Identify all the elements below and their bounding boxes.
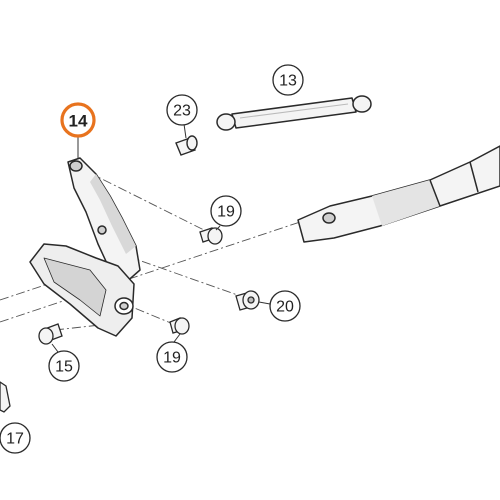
stand-leg-pivot-hole — [322, 212, 336, 224]
callout-label: 17 — [6, 431, 24, 448]
callout-label: 13 — [279, 73, 297, 90]
fragment-body — [0, 381, 11, 413]
callout-13: 13 — [272, 64, 304, 96]
callout-circle — [156, 341, 188, 373]
bolt-part-19-lower — [169, 317, 190, 335]
leader-23 — [183, 123, 187, 139]
bolt-head — [174, 317, 190, 335]
callout-circle-highlight — [60, 102, 96, 138]
leader-19-lower — [173, 333, 181, 343]
spring-end-left — [216, 113, 236, 131]
callout-label: 19 — [217, 204, 235, 221]
bolt-part-15 — [38, 323, 63, 345]
part-17-fragment — [0, 381, 11, 413]
callout-23: 23 — [166, 94, 198, 126]
bracket-top-hole — [69, 160, 83, 172]
leader-lines — [51, 123, 271, 353]
stand-leg-edge — [429, 161, 479, 207]
callout-circle — [210, 195, 242, 227]
bracket-part-14 — [29, 157, 141, 337]
callout-circle — [272, 64, 304, 96]
callout-14: 14 — [60, 102, 96, 138]
callout-circle — [166, 94, 198, 126]
side-stand-leg — [297, 145, 500, 243]
stand-leg-shade — [372, 180, 440, 226]
nut-hole — [247, 296, 255, 304]
spring-body — [231, 97, 357, 129]
nut-part-20 — [235, 290, 260, 311]
leader-15 — [51, 343, 59, 353]
callout-label: 15 — [55, 359, 73, 376]
axis-lower — [119, 301, 179, 327]
bracket-side-hole — [97, 225, 107, 235]
callout-19-lower: 19 — [156, 341, 188, 373]
bracket-plate-shade — [43, 257, 107, 317]
axis-left — [0, 284, 46, 301]
sleeve-part-23 — [175, 135, 198, 156]
leader-19-upper — [215, 225, 221, 231]
callout-label: 14 — [69, 112, 88, 131]
callout-circle — [269, 290, 301, 322]
bolt-head — [207, 227, 223, 245]
spring-end-right — [352, 95, 372, 113]
callout-label: 23 — [173, 103, 191, 120]
sleeve-face — [186, 135, 198, 151]
callout-circle — [0, 422, 31, 454]
callout-label: 20 — [276, 299, 294, 316]
leader-20 — [258, 301, 271, 305]
callout-circle — [48, 350, 80, 382]
axis-long — [0, 211, 331, 323]
bolt-part-19-upper — [199, 227, 223, 245]
callout-15: 15 — [48, 350, 80, 382]
spring-highlight — [239, 103, 349, 119]
bracket-arm-shade — [90, 174, 136, 254]
axis-upper — [87, 171, 209, 233]
spring-part — [216, 95, 372, 131]
callout-17: 17 — [0, 422, 31, 454]
callout-20: 20 — [269, 290, 301, 322]
bolt-head — [38, 327, 54, 345]
axis-bolt-15 — [54, 324, 101, 331]
callout-label: 19 — [163, 350, 181, 367]
callout-19-upper: 19 — [210, 195, 242, 227]
bracket-pivot-inner — [119, 301, 129, 311]
